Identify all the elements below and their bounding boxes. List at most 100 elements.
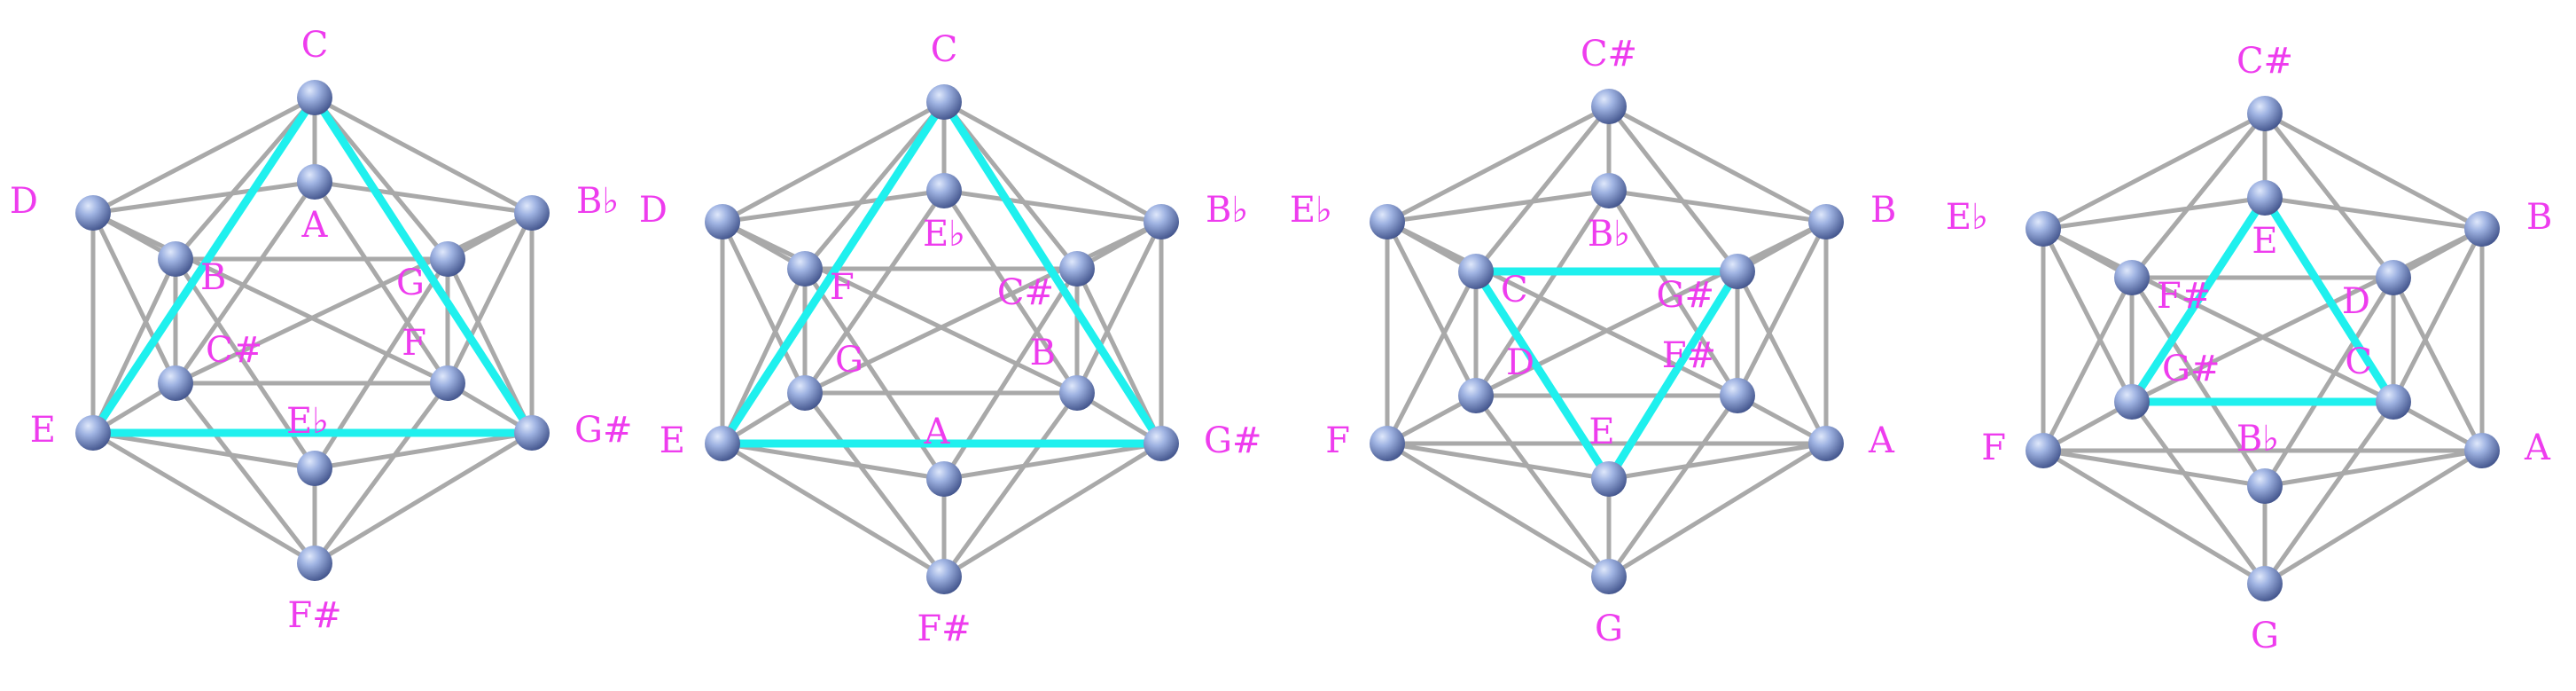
- note-label-fUp: E: [2252, 221, 2277, 262]
- edge-l-fL: [1385, 269, 1479, 446]
- note-label-l: E: [30, 410, 56, 451]
- note-label-bL: G: [835, 340, 863, 381]
- node-fL: [1458, 254, 1494, 289]
- edge-r-bot: [941, 441, 1164, 579]
- edge-top-fL: [173, 95, 317, 262]
- edge-top-fL: [802, 99, 947, 271]
- note-label-top: C: [931, 29, 958, 70]
- edge-r-bot: [1606, 441, 1829, 579]
- node-fDown: [926, 461, 962, 497]
- edge-r-bot: [2262, 448, 2485, 586]
- node-bR: [1720, 378, 1755, 413]
- note-label-fUp: B♭: [1588, 214, 1630, 255]
- edge-r-bot: [312, 430, 535, 566]
- edge-ul-bL: [90, 210, 178, 386]
- node-r: [2464, 433, 2500, 468]
- node-fL: [2114, 260, 2150, 295]
- note-label-ul: D: [639, 190, 667, 231]
- edge-fUp-bL: [1473, 188, 1612, 398]
- note-label-fL: C: [1501, 270, 1528, 310]
- edge-top-ul: [1385, 104, 1612, 224]
- edge-ur-bL: [802, 219, 1164, 396]
- edge-ul-fUp: [90, 179, 317, 216]
- highlight-triangle: [1471, 267, 1742, 483]
- node-bL: [2114, 384, 2150, 420]
- edge-bot-bL: [802, 390, 947, 579]
- node-bR: [1059, 375, 1095, 411]
- node-ur: [514, 195, 550, 231]
- note-label-bR: F: [402, 323, 426, 364]
- edge-ul-fUp: [720, 188, 947, 224]
- edge-fUp-bL: [802, 188, 947, 396]
- edge-l-bot: [1385, 441, 1612, 579]
- node-fDown: [2247, 468, 2283, 504]
- node-top: [297, 80, 332, 115]
- note-label-fR: D: [2342, 281, 2370, 322]
- note-label-bot: G: [1595, 609, 1623, 649]
- note-label-l: F: [1981, 428, 2006, 468]
- highlight-triangle: [718, 98, 1166, 448]
- node-fR: [1720, 254, 1755, 289]
- edge-ur-bR: [2391, 226, 2485, 404]
- note-label-fUp: A: [301, 205, 329, 246]
- node-fL: [787, 251, 823, 287]
- edge-top-ul: [720, 99, 947, 224]
- node-bR: [2376, 384, 2411, 420]
- note-label-r: G#: [1204, 420, 1261, 461]
- node-bot: [2247, 566, 2283, 601]
- note-label-fR: G#: [1657, 275, 1714, 316]
- node-l: [75, 415, 111, 451]
- note-label-fL: B: [200, 257, 226, 298]
- edge-ul-bL: [2041, 226, 2135, 404]
- note-label-ul: E♭: [1946, 197, 1988, 238]
- node-fUp: [1591, 173, 1627, 208]
- edge-r-fDown: [1606, 441, 1829, 482]
- node-fR: [1059, 251, 1095, 287]
- note-label-ur: B: [2526, 197, 2552, 238]
- node-r: [514, 415, 550, 451]
- edge-top-ur: [2262, 111, 2485, 232]
- edge-ul-bL: [1385, 219, 1479, 398]
- node-ul: [1370, 204, 1405, 239]
- note-label-fUp: E♭: [923, 214, 965, 255]
- edge-bot-bL: [1473, 393, 1612, 579]
- edge-top-fL: [1473, 104, 1612, 274]
- node-top: [1591, 89, 1627, 124]
- edge-r-fDown: [2262, 448, 2485, 489]
- edge-l-fL: [90, 256, 178, 436]
- edge-top-fL: [2129, 111, 2268, 280]
- edge-l-fDown: [720, 441, 947, 482]
- node-bL: [1458, 378, 1494, 413]
- note-label-r: A: [2524, 428, 2551, 468]
- note-label-top: C#: [2236, 41, 2293, 82]
- note-label-bL: G#: [2162, 349, 2220, 389]
- node-fDown: [1591, 461, 1627, 497]
- node-ul: [75, 195, 111, 231]
- note-label-ul: D: [10, 181, 38, 222]
- note-label-ur: B♭: [576, 181, 619, 222]
- note-label-bot: F#: [917, 609, 971, 649]
- edge-top-ul: [90, 95, 317, 216]
- node-fDown: [297, 451, 332, 486]
- note-label-ur: B♭: [1206, 190, 1248, 231]
- edge-bot-bL: [2129, 399, 2268, 586]
- edge-fR-fDown: [312, 256, 450, 471]
- node-ul: [2026, 211, 2061, 247]
- edge-top-ur: [941, 99, 1164, 224]
- highlight-triangle: [2127, 193, 2398, 406]
- note-label-fR: C#: [997, 272, 1054, 313]
- node-fUp: [2247, 180, 2283, 216]
- note-label-bR: F#: [1662, 335, 1716, 376]
- node-bot: [1591, 559, 1627, 594]
- node-ur: [1808, 204, 1844, 239]
- note-label-bL: C#: [206, 330, 262, 371]
- edge-l-fL: [2041, 275, 2135, 453]
- node-ur: [1144, 204, 1179, 239]
- edge-ul-fUp: [1385, 188, 1612, 224]
- edge-r-fDown: [312, 430, 535, 471]
- edge-top-ul: [2041, 111, 2268, 232]
